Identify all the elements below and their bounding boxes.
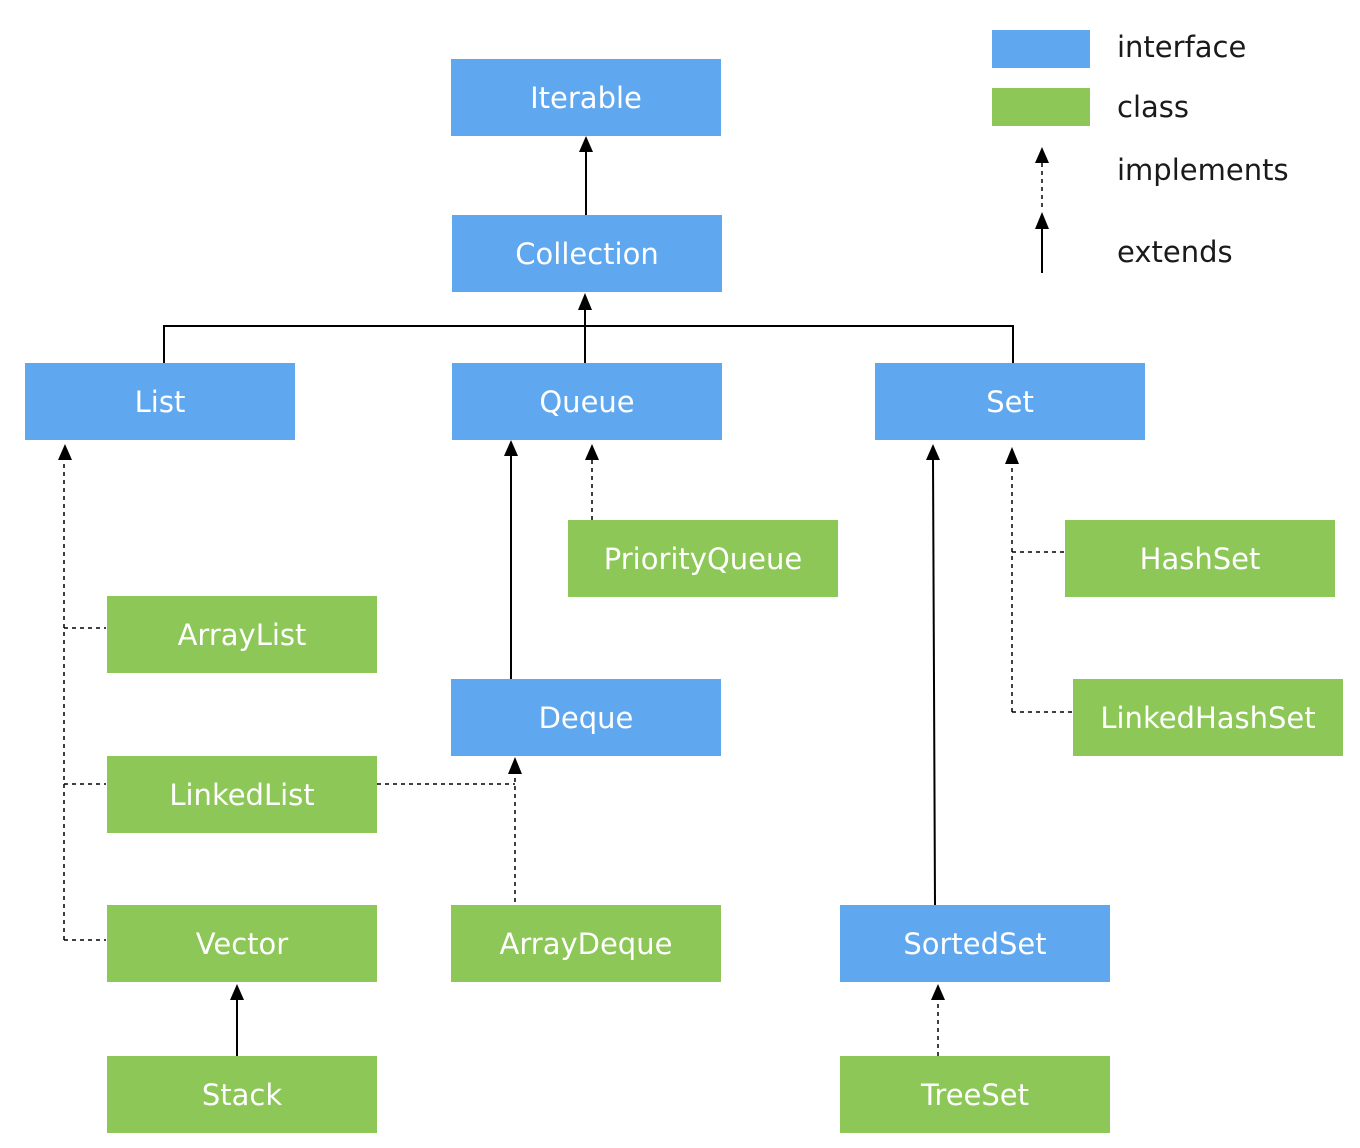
arrowhead-queue-right <box>585 444 599 460</box>
edge-collection-bus <box>163 325 1014 363</box>
node-label: List <box>134 384 186 419</box>
node-deque: Deque <box>451 679 721 756</box>
legend-extends-arrowhead <box>1035 212 1049 229</box>
node-label: Set <box>986 384 1034 419</box>
node-iterable: Iterable <box>451 59 721 136</box>
arrowhead-set-left <box>926 444 940 460</box>
node-label: SortedSet <box>903 926 1047 961</box>
node-label: LinkedHashSet <box>1100 700 1316 735</box>
node-linkedhashset: LinkedHashSet <box>1073 679 1343 756</box>
node-list: List <box>25 363 295 440</box>
node-label: ArrayDeque <box>499 926 673 961</box>
node-set: Set <box>875 363 1145 440</box>
node-vector: Vector <box>107 905 377 982</box>
legend-implements-arrowhead <box>1035 147 1049 163</box>
node-arraylist: ArrayList <box>107 596 377 673</box>
node-priorityqueue: PriorityQueue <box>568 520 838 597</box>
arrowhead-list <box>58 444 72 460</box>
arrowhead-sortedset <box>931 984 945 1000</box>
arrowhead-set-right <box>1005 447 1019 464</box>
node-label: Vector <box>195 926 289 961</box>
node-sortedset: SortedSet <box>840 905 1110 982</box>
arrowhead-collection <box>578 293 592 310</box>
legend-class-label: class <box>1117 90 1189 124</box>
node-linkedlist: LinkedList <box>107 756 377 833</box>
node-label: LinkedList <box>169 777 315 812</box>
node-hashset: HashSet <box>1065 520 1335 597</box>
node-treeset: TreeSet <box>840 1056 1110 1133</box>
legend-interface-label: interface <box>1117 30 1247 64</box>
node-label: Deque <box>538 700 634 735</box>
node-label: Queue <box>539 384 635 419</box>
node-label: HashSet <box>1139 541 1261 576</box>
legend-implements-label: implements <box>1117 153 1289 187</box>
node-label: TreeSet <box>920 1077 1030 1112</box>
node-label: Collection <box>515 236 659 271</box>
node-label: Stack <box>201 1077 283 1112</box>
node-stack: Stack <box>107 1056 377 1133</box>
arrowhead-queue-left <box>504 440 518 456</box>
legend-interface-swatch <box>992 30 1090 68</box>
legend-extends-label: extends <box>1117 235 1233 269</box>
legend-class-swatch <box>992 88 1090 126</box>
arrowhead-vector <box>230 984 244 1000</box>
node-collection: Collection <box>452 215 722 292</box>
node-label: PriorityQueue <box>603 541 803 576</box>
node-queue: Queue <box>452 363 722 440</box>
arrowhead-iterable <box>579 136 593 152</box>
edge-sortedset-set <box>932 459 936 906</box>
node-label: Iterable <box>530 80 642 115</box>
arrowhead-deque <box>508 757 522 774</box>
node-label: ArrayList <box>177 617 307 652</box>
node-arraydeque: ArrayDeque <box>451 905 721 982</box>
